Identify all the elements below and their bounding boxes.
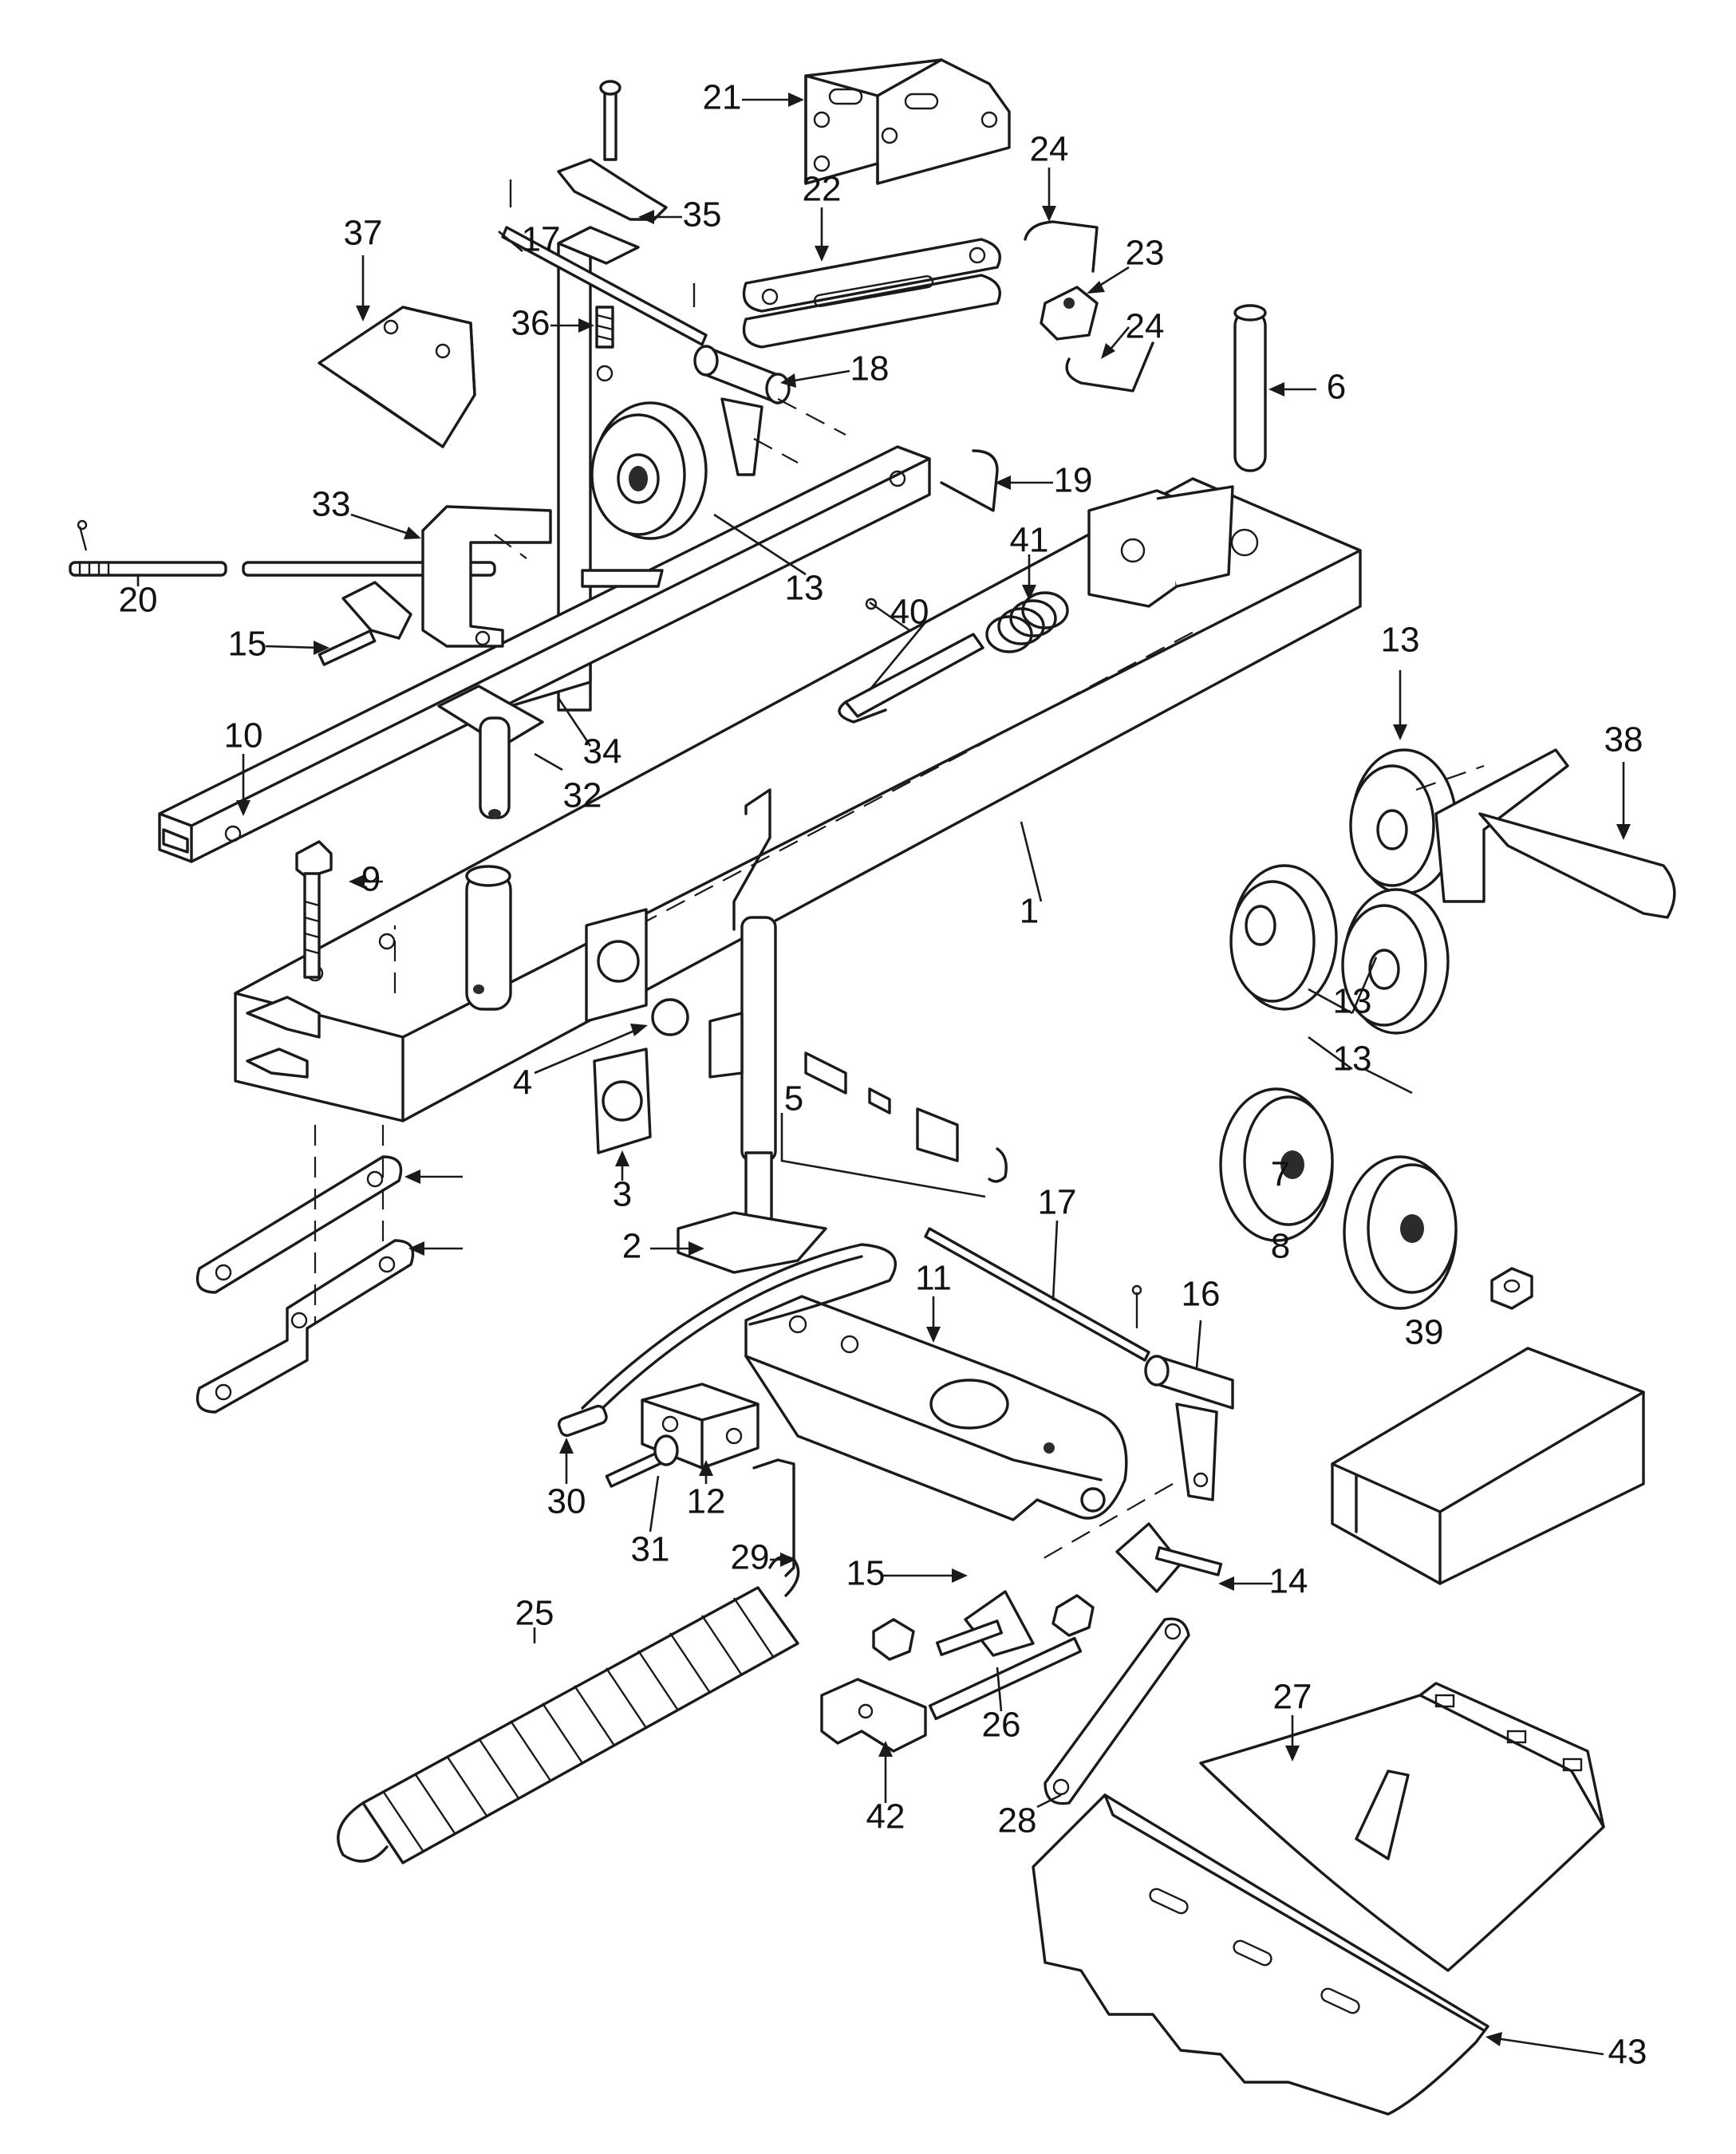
- part-6-pin: [1233, 304, 1267, 472]
- callout-c43: 43: [1608, 2033, 1647, 2072]
- part-14-knob-bolt: [1115, 1522, 1223, 1593]
- callout-c6: 6: [1327, 368, 1346, 407]
- part-7-flat-bar: [195, 1155, 403, 1294]
- cable: [581, 1243, 898, 1422]
- part-33-u-bracket: [421, 505, 664, 648]
- part-42-small-bracket: [820, 1678, 927, 1753]
- callout-c39: 39: [1405, 1313, 1444, 1352]
- callout-c36: 36: [511, 304, 550, 343]
- part-9-bolt: [295, 840, 333, 979]
- callout-c13d: 13: [1333, 1040, 1372, 1079]
- part-28-strap: [1044, 1617, 1190, 1805]
- part-39-cover-box: [1331, 1347, 1645, 1585]
- callout-c11: 11: [915, 1259, 952, 1298]
- callout-c4: 4: [513, 1063, 532, 1103]
- part-22-link-plates: [742, 238, 1001, 349]
- callout-c37: 37: [344, 214, 383, 253]
- callout-c3: 3: [613, 1175, 632, 1214]
- callout-c7: 7: [1271, 1155, 1290, 1194]
- callout-c14: 14: [1269, 1562, 1308, 1601]
- part-35-clip: [557, 80, 668, 221]
- callout-c2: 2: [622, 1227, 641, 1266]
- part-3-flange-plate: [593, 1047, 652, 1154]
- callout-c28: 28: [998, 1801, 1037, 1840]
- part-4-sleeve: [465, 865, 689, 1036]
- callout-c23: 23: [1126, 234, 1165, 273]
- part-38-arm: [1415, 748, 1676, 919]
- part-37-cover: [318, 306, 476, 448]
- callout-c15a: 15: [228, 625, 267, 664]
- callout-c18: 18: [850, 349, 890, 389]
- part-23-clamp-block: [1040, 286, 1099, 341]
- part-13-pulley-upper: [590, 401, 708, 540]
- callout-c20: 20: [119, 581, 158, 620]
- callout-c1: 1: [1020, 892, 1039, 931]
- callout-c42: 42: [866, 1797, 905, 1836]
- callout-c10: 10: [224, 716, 263, 755]
- callout-c29: 29: [731, 1538, 770, 1577]
- callout-c40: 40: [890, 593, 929, 632]
- part-15-knob-bolt-upper: [318, 581, 412, 666]
- callout-c12: 12: [687, 1482, 726, 1521]
- part-11-tensioner-arm: [744, 1295, 1128, 1521]
- part-18-pivot-bracket: [693, 345, 791, 476]
- part-13-pulley-group: [1219, 748, 1458, 1310]
- callout-c27: 27: [1273, 1678, 1312, 1717]
- callout-c26: 26: [982, 1706, 1021, 1745]
- part-32-plate-shaft: [437, 684, 544, 819]
- part-5-adjuster: [804, 1051, 1008, 1183]
- callout-c33: 33: [312, 485, 351, 524]
- callout-c15b: 15: [846, 1554, 886, 1593]
- callout-c17a: 17: [522, 220, 561, 259]
- callout-c16: 16: [1182, 1275, 1221, 1314]
- part-21-bracket: [804, 58, 1011, 185]
- callout-c41: 41: [1010, 521, 1049, 560]
- part-29-l-pin: [752, 1458, 795, 1577]
- callout-c25: 25: [515, 1594, 554, 1633]
- nut: [1490, 1267, 1533, 1310]
- callout-c24a: 24: [1030, 130, 1069, 169]
- part-24-hook-pins: [1024, 220, 1154, 393]
- callout-c35: 35: [683, 195, 722, 235]
- part-8-offset-bar: [195, 1239, 415, 1414]
- callout-c38: 38: [1604, 720, 1643, 759]
- callout-c13c: 13: [1333, 982, 1372, 1021]
- callout-c17b: 17: [1038, 1183, 1077, 1222]
- part-36-spring-small: [595, 306, 614, 382]
- callout-c31: 31: [631, 1530, 670, 1569]
- part-26-bolt: [872, 1594, 1095, 1721]
- part-40-spring-rod: [838, 598, 984, 724]
- part-25-extension-spring: [337, 1556, 800, 1864]
- alignment-lines: [314, 398, 1174, 1560]
- part-27-curved-shield: [1199, 1682, 1605, 1972]
- callout-c24b: 24: [1126, 307, 1165, 346]
- callout-c9: 9: [361, 860, 381, 899]
- part-1-main-frame: [234, 477, 1362, 1122]
- part-17-rod-lower: [924, 1227, 1150, 1362]
- part-43-scalloped-plate: [1032, 1793, 1489, 2116]
- part-15-knob-bolt-lower: [935, 1590, 1035, 1657]
- callout-c22: 22: [803, 170, 842, 209]
- callout-c34: 34: [583, 732, 622, 771]
- leader-lines: [136, 93, 1631, 2056]
- part-10-upper-frame: [158, 445, 931, 863]
- part-19-hook-pin: [940, 449, 999, 512]
- callout-c8: 8: [1271, 1227, 1290, 1266]
- part-17-rod-top: [501, 180, 708, 346]
- part-30-stud: [557, 1404, 608, 1437]
- callout-c5: 5: [784, 1079, 803, 1118]
- callout-c30: 30: [547, 1482, 586, 1521]
- callout-c32: 32: [563, 776, 602, 815]
- callout-c21: 21: [703, 78, 742, 117]
- spring-mount-bracket: [1087, 485, 1234, 608]
- part-2-jack-stand: [677, 788, 827, 1274]
- part-16-pivot-bracket-lower: [1144, 1355, 1234, 1501]
- part-41-compression-spring: [985, 591, 1069, 653]
- callout-c13b: 13: [1381, 621, 1420, 660]
- callout-c19: 19: [1054, 461, 1093, 500]
- callout-c13a: 13: [785, 569, 824, 608]
- part-31-screw: [605, 1434, 679, 1488]
